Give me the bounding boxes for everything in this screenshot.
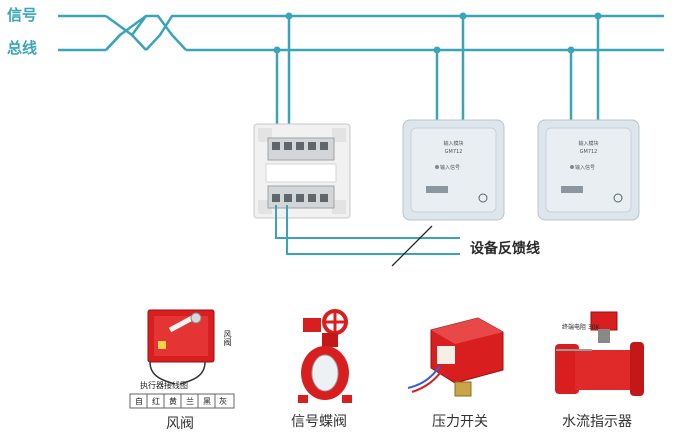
module-2-model: GM712 [579,149,598,155]
input-module [402,119,505,221]
junction-dot [273,46,281,54]
feedback-line-label: 设备反馈线 [470,241,540,257]
caption-damper: 风阀 [166,416,194,432]
bus-crossover [105,14,187,51]
feedback-slash [391,225,433,267]
module-1-status: 输入信号 [440,165,461,171]
wire-color: 灰 [219,397,227,406]
caption-flow-indicator: 水流指示器 [562,414,632,430]
wire-color: 红 [152,397,160,406]
pressure-switch [407,317,504,397]
caption-butterfly-valve: 信号蝶阀 [291,414,347,430]
module-1-model: GM712 [444,149,463,155]
junction-dot [285,12,293,20]
wiring-table-title: 执行器接线图 [140,381,188,390]
module-2-title: 输入模块 [578,141,599,147]
wire-color: 黑 [203,397,211,406]
junction-dots [273,12,602,54]
wire-color: 自 [135,397,143,406]
module-2-status: 输入信号 [575,165,596,171]
feedback-lines [275,205,460,255]
bus-label-signal: 信号 [7,6,38,24]
terminal-base [253,123,351,219]
wire-color: 兰 [186,397,194,406]
junction-dot [433,46,441,54]
butterfly-valve [298,309,352,403]
input-module [537,119,640,221]
signal-bus [58,14,664,135]
flow-indicator [555,311,644,396]
bus-label-bus: 总线 [7,39,38,57]
damper-side-label: 风阀 [223,330,232,346]
damper-device [129,309,235,409]
flow-indicator-tag: 终端电阻 30K [562,324,600,331]
junction-dot [567,46,575,54]
junction-dot [594,12,602,20]
junction-dot [459,12,467,20]
caption-pressure-switch: 压力开关 [432,414,488,430]
module-1-title: 输入模块 [443,141,464,147]
wire-color: 黄 [169,397,177,406]
